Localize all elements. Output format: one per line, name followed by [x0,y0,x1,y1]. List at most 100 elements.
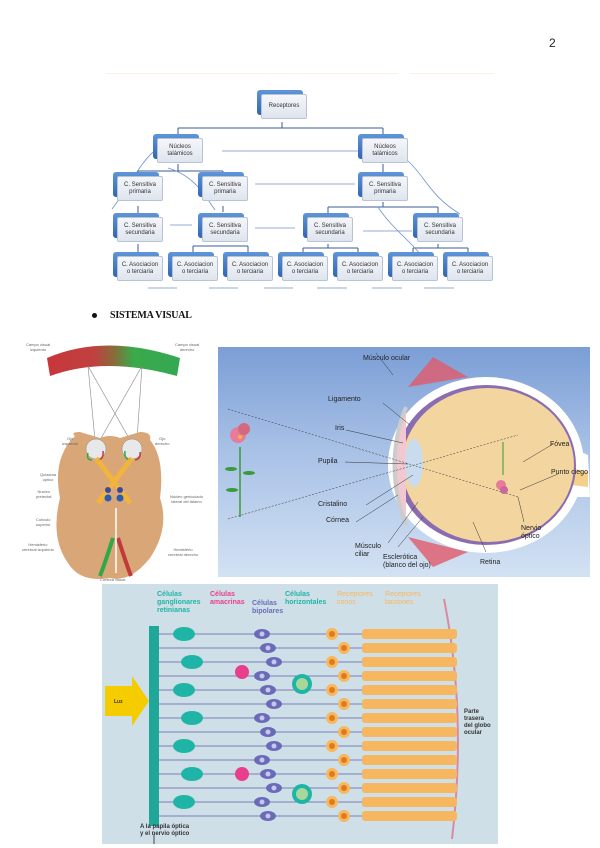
receptor-nucleus [341,785,347,791]
amacrine-cell [235,665,249,679]
label-retina: Retina [480,559,501,566]
flowchart-connectors [111,122,469,289]
receptor-nucleus [329,799,335,805]
label-pretectal: Núcleo pretectal [36,489,52,499]
label-blind-spot: Punto ciego [551,469,588,476]
label-back-eye: Parte trasera del globo ocular [464,709,491,736]
receptor-cell [362,755,457,765]
light-arrow-icon [105,676,149,726]
receptor-cell [362,643,457,653]
receptor-nucleus [329,631,335,637]
flower-icon [225,423,255,517]
bipolar-nucleus [271,743,277,749]
sensory-flowchart: Receptores Núcleos talámicos Núcleos tal… [100,76,500,301]
label-pupil: Pupila [318,458,338,465]
eye-anatomy-figure: Músculo ocular Ligamento Iris Pupila Cri… [218,347,590,577]
node-tertiary: C. Asociacion o terciaria [443,252,493,281]
receptor-cell [362,741,457,751]
node-secondary: C. Sensitiva secundaria [303,213,353,242]
receptor-nucleus [329,743,335,749]
receptor-nucleus [329,715,335,721]
receptor-cell [362,727,457,737]
label-amacrine: Células amacrinas [210,591,245,606]
node-secondary: C. Sensitiva secundaria [113,213,163,242]
label-horizontal: Células horizontales [285,591,327,606]
label-cones: Receptores conos [337,591,373,606]
bipolar-nucleus [259,673,265,679]
node-primary: C. Sensitiva primaria [358,172,408,201]
page-number: 2 [549,36,556,50]
horizontal-nucleus [296,788,308,800]
node-tertiary: C. Asociacion o terciaria [388,252,438,281]
bipolar-nucleus [265,687,271,693]
receptor-cell [362,671,457,681]
label-optic-out: A la papila óptica y el nervio óptico [140,824,190,837]
bipolar-nucleus [271,785,277,791]
receptor-nucleus [341,729,347,735]
label-ciliary: Músculo ciliar [355,543,382,558]
label-cornea: Córnea [326,517,349,524]
bipolar-nucleus [265,813,271,819]
receptor-cell [362,685,457,695]
label-cortex: Corteza visual [100,577,126,582]
receptor-nucleus [329,771,335,777]
receptor-cell [362,713,457,723]
label-lens: Cristalino [318,501,348,508]
label-ganglion: Células ganglionares retinianas [157,591,201,614]
label-sclera: Esclerótica (blanco del ojo) [383,554,431,569]
label-ligament: Ligamento [328,396,361,403]
label-left-field: Campo visual izquierdo [26,342,51,352]
receptor-nucleus [329,687,335,693]
label-optic-nerve: Nervio óptico [521,525,542,540]
label-muscle: Músculo ocular [363,355,411,362]
node-secondary: C. Sensitiva secundaria [198,213,248,242]
ganglion-cell [173,683,195,697]
receptor-nucleus [341,673,347,679]
label-iris: Iris [335,425,345,432]
ganglion-cell [181,655,203,669]
decorative-rule [106,73,398,74]
node-tertiary: C. Asociacion o terciaria [333,252,383,281]
bipolar-nucleus [259,757,265,763]
node-secondary: C. Sensitiva secundaria [413,213,463,242]
bipolar-nucleus [259,631,265,637]
label-right-hemisphere: Hemisferio cerebral derecho [168,547,199,557]
amacrine-cell [235,767,249,781]
label-fovea: Fóvea [550,441,570,448]
bipolar-nucleus [265,645,271,651]
node-thalamic-right: Núcleos talámicos [358,134,408,163]
node-tertiary: C. Asociacion o terciaria [168,252,218,281]
back-eye-wall [443,598,459,840]
receptor-nucleus [341,701,347,707]
label-colliculus: Colículo superior [36,517,51,527]
receptor-cell [362,783,457,793]
label-chiasm: Quiasma óptico [40,472,57,482]
bipolar-nucleus [259,799,265,805]
node-primary: C. Sensitiva primaria [198,172,248,201]
label-right-field: Campo visual derecho [175,342,200,352]
receptor-nucleus [341,645,347,651]
bullet-icon [92,313,97,319]
receptor-nucleus [341,757,347,763]
receptor-cell [362,797,457,807]
optic-fiber-layer [149,626,159,826]
label-rods: Receptores bastones [385,591,421,606]
ganglion-cell [173,795,195,809]
visual-pathway-drawing [47,345,180,579]
node-receptores: Receptores [257,90,307,119]
section-heading: SISTEMA VISUAL [92,310,192,321]
node-tertiary: C. Asociacion o terciaria [113,252,163,281]
node-tertiary: C. Asociacion o terciaria [223,252,273,281]
retina-layers-figure: Células ganglionares retinianas Células … [102,584,498,844]
label-right-eye: Ojo derecho [155,436,170,446]
receptor-cell [362,769,457,779]
receptor-nucleus [329,659,335,665]
bipolar-nucleus [271,659,277,665]
receptor-cell [362,657,457,667]
receptor-cell [362,811,457,821]
label-left-hemisphere: Hemisferio cerebral izquierdo [22,542,54,552]
bipolar-nucleus [265,729,271,735]
node-tertiary: C. Asociacion o terciaria [278,252,328,281]
decorative-rule [410,73,494,74]
inverted-flower-icon [496,442,508,494]
